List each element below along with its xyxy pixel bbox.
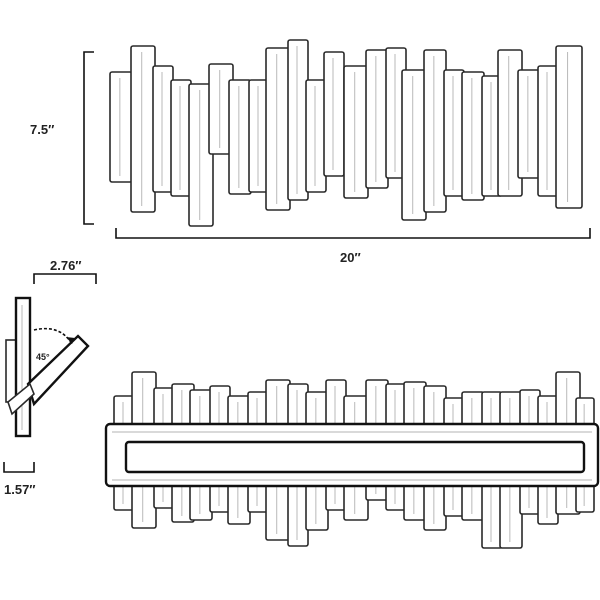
front-plank (423, 49, 447, 213)
front-plank (401, 69, 427, 221)
front-plank (109, 71, 133, 183)
angle-arrow-icon (66, 337, 75, 344)
front-plank (365, 49, 389, 189)
mounting-slot (124, 440, 586, 474)
angle-label: 45° (36, 352, 50, 362)
front-plank (461, 71, 485, 201)
side-profile-plank (14, 296, 32, 438)
width-label: 20″ (340, 250, 361, 265)
width-dimension-line (115, 228, 591, 239)
front-plank (287, 39, 309, 201)
front-plank (443, 69, 465, 197)
width-dimension: 20″ (115, 228, 591, 265)
front-view (109, 39, 583, 227)
front-plank (323, 51, 345, 177)
hook-depth-label: 1.57″ (4, 482, 36, 497)
front-plank (265, 47, 291, 211)
front-plank (152, 65, 174, 193)
side-view: 2.76″ 45° 1.57″ (3, 258, 97, 497)
front-plank (130, 45, 156, 213)
height-dimension-line (83, 51, 94, 225)
depth-label: 2.76″ (50, 258, 82, 273)
side-wall-plate (5, 339, 17, 403)
depth-dimension-line (33, 273, 97, 284)
front-plank (517, 69, 541, 179)
rear-view (104, 371, 600, 549)
front-plank (305, 79, 327, 193)
front-plank (555, 45, 583, 209)
height-dimension: 7.5″ (30, 51, 94, 225)
rotated-hook (26, 334, 90, 407)
angle-arc (33, 327, 73, 345)
front-view-planks (109, 39, 583, 227)
front-plank (537, 65, 559, 197)
rotated-hook-tip (7, 382, 35, 416)
front-plank (170, 79, 192, 197)
height-label: 7.5″ (30, 122, 54, 137)
front-plank (343, 65, 369, 199)
front-plank (188, 83, 214, 227)
hook-depth-dimension-line (3, 462, 35, 473)
front-plank (228, 79, 252, 195)
